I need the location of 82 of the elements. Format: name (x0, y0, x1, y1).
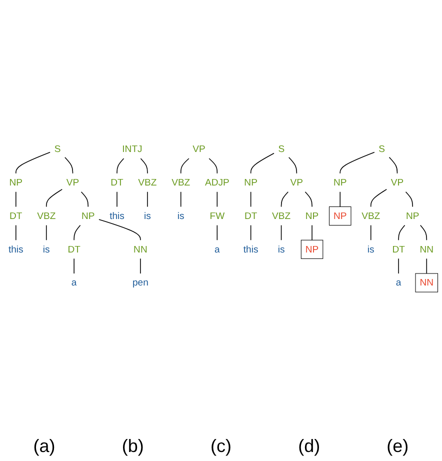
node-text: DT (10, 210, 22, 222)
node-text: VP (390, 177, 404, 188)
connector (216, 192, 218, 208)
connector (304, 192, 312, 208)
node-text: is (144, 210, 151, 222)
connector (420, 224, 428, 240)
connector (64, 156, 74, 174)
node-text: NP (333, 177, 347, 188)
connector (16, 152, 50, 174)
panel-label: (c) (210, 436, 232, 457)
node-text: this (110, 210, 124, 222)
node-text: NP (9, 177, 23, 188)
node-text: NN (134, 244, 148, 254)
node-text: NP (406, 210, 420, 222)
node-box: NP (300, 240, 324, 259)
node-text: INTJ (122, 144, 142, 154)
node-text: VBZ (362, 210, 380, 222)
panel-label: (d) (298, 436, 320, 457)
connector (426, 258, 428, 274)
node-text: NP (244, 177, 258, 188)
connector (140, 258, 141, 274)
node-text: NN (420, 244, 434, 254)
connector (140, 158, 148, 174)
connector (370, 224, 372, 240)
connector (116, 158, 124, 174)
connector (116, 192, 118, 208)
connector (216, 224, 218, 240)
node-box: NP (328, 206, 352, 226)
node-text: S (54, 144, 61, 154)
connector (340, 192, 341, 208)
node-text: pen (132, 277, 148, 288)
node-text: S (278, 144, 285, 154)
node-text: VBZ (272, 210, 291, 222)
node-text: is (177, 210, 184, 222)
connector (250, 192, 252, 208)
connector (280, 224, 282, 240)
node-text: VP (66, 177, 80, 188)
connector (250, 224, 252, 240)
connector (147, 192, 148, 208)
node-box: NN (415, 273, 438, 292)
connector (208, 158, 218, 174)
panel-label: (a) (33, 436, 56, 457)
node-text: DT (244, 210, 258, 222)
node-text: NP (81, 210, 95, 222)
connector (80, 192, 88, 208)
connector (180, 192, 182, 208)
node-text: S (378, 144, 386, 154)
connector (46, 224, 47, 240)
connector (405, 192, 413, 208)
connector (398, 258, 399, 274)
node-text: this (243, 244, 258, 254)
connector (98, 219, 141, 240)
node-text: VBZ (138, 177, 157, 188)
connector (280, 192, 289, 208)
node-text: VP (192, 144, 206, 154)
connector (398, 224, 406, 240)
connector (370, 188, 388, 208)
connector (288, 156, 298, 174)
node-text: is (278, 244, 285, 254)
node-text: VBZ (37, 210, 56, 222)
node-text: DT (110, 177, 124, 188)
connector (340, 152, 375, 174)
node-text: a (396, 277, 402, 288)
connector (46, 188, 63, 208)
node-text: a (71, 277, 77, 288)
node-text: VP (290, 177, 304, 188)
connector (388, 156, 398, 174)
node-text: is (367, 244, 374, 254)
node-text: DT (392, 244, 405, 254)
connector (250, 152, 274, 174)
connector (180, 158, 190, 174)
panel-label: (e) (386, 436, 409, 457)
node-text: NP (305, 210, 319, 222)
node-text: a (214, 244, 220, 254)
node-text: is (42, 244, 50, 254)
connector (74, 224, 81, 240)
node-text: VBZ (172, 177, 190, 188)
node-text: this (8, 244, 24, 254)
node-text: DT (68, 244, 80, 254)
panel-label: (b) (122, 436, 144, 457)
node-text: ADJP (204, 177, 230, 188)
node-text: FW (210, 210, 225, 222)
